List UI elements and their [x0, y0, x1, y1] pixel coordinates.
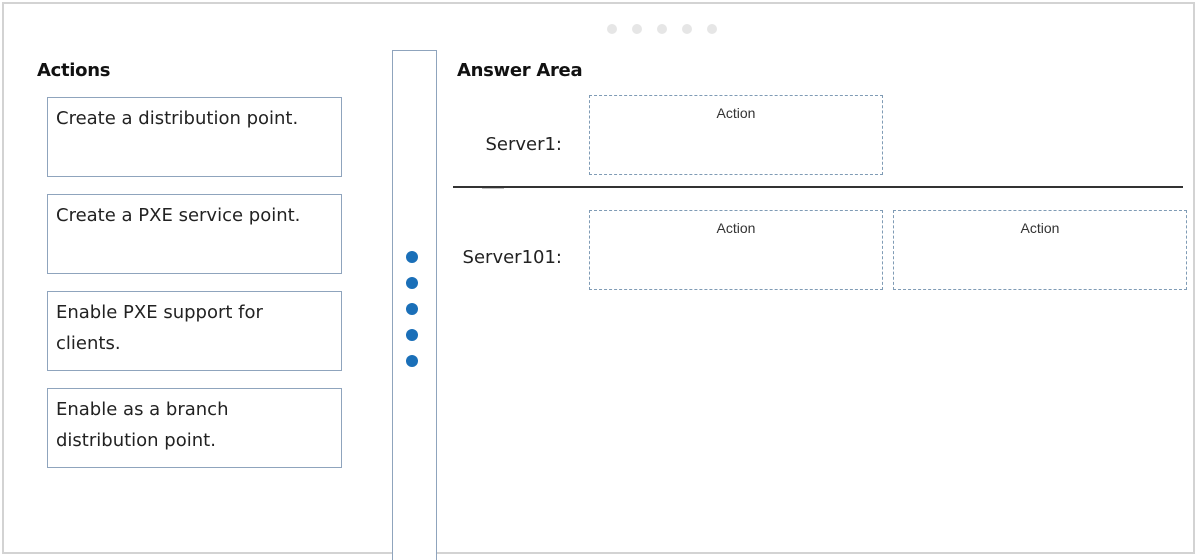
action-card-create-distribution-point[interactable]: Create a distribution point.	[47, 97, 342, 177]
server1-action-slot[interactable]: Action	[589, 95, 883, 175]
handle-dot	[406, 277, 418, 289]
handle-dot	[406, 329, 418, 341]
server101-action-slot-1[interactable]: Action	[589, 210, 883, 290]
move-handle-column	[392, 50, 437, 560]
server101-action-slot-2[interactable]: Action	[893, 210, 1187, 290]
pager-dot	[707, 24, 717, 34]
pager-dots	[607, 24, 717, 34]
handle-dot	[406, 303, 418, 315]
action-card-enable-pxe-support[interactable]: Enable PXE support for clients.	[47, 291, 342, 371]
pager-dot	[607, 24, 617, 34]
handle-dot	[406, 251, 418, 263]
handle-dot	[406, 355, 418, 367]
answer-area-heading: Answer Area	[457, 60, 583, 81]
pager-dot	[682, 24, 692, 34]
drag-handle-icon[interactable]	[406, 251, 420, 381]
server101-label: Server101:	[462, 247, 562, 268]
action-card-create-pxe-service-point[interactable]: Create a PXE service point.	[47, 194, 342, 274]
action-card-enable-branch-distribution-point[interactable]: Enable as a branch distribution point.	[47, 388, 342, 468]
pager-dot	[657, 24, 667, 34]
pager-dot	[632, 24, 642, 34]
server1-label: Server1:	[485, 134, 562, 155]
actions-heading: Actions	[37, 60, 111, 81]
divider-tick	[482, 188, 504, 189]
section-divider	[453, 186, 1183, 188]
